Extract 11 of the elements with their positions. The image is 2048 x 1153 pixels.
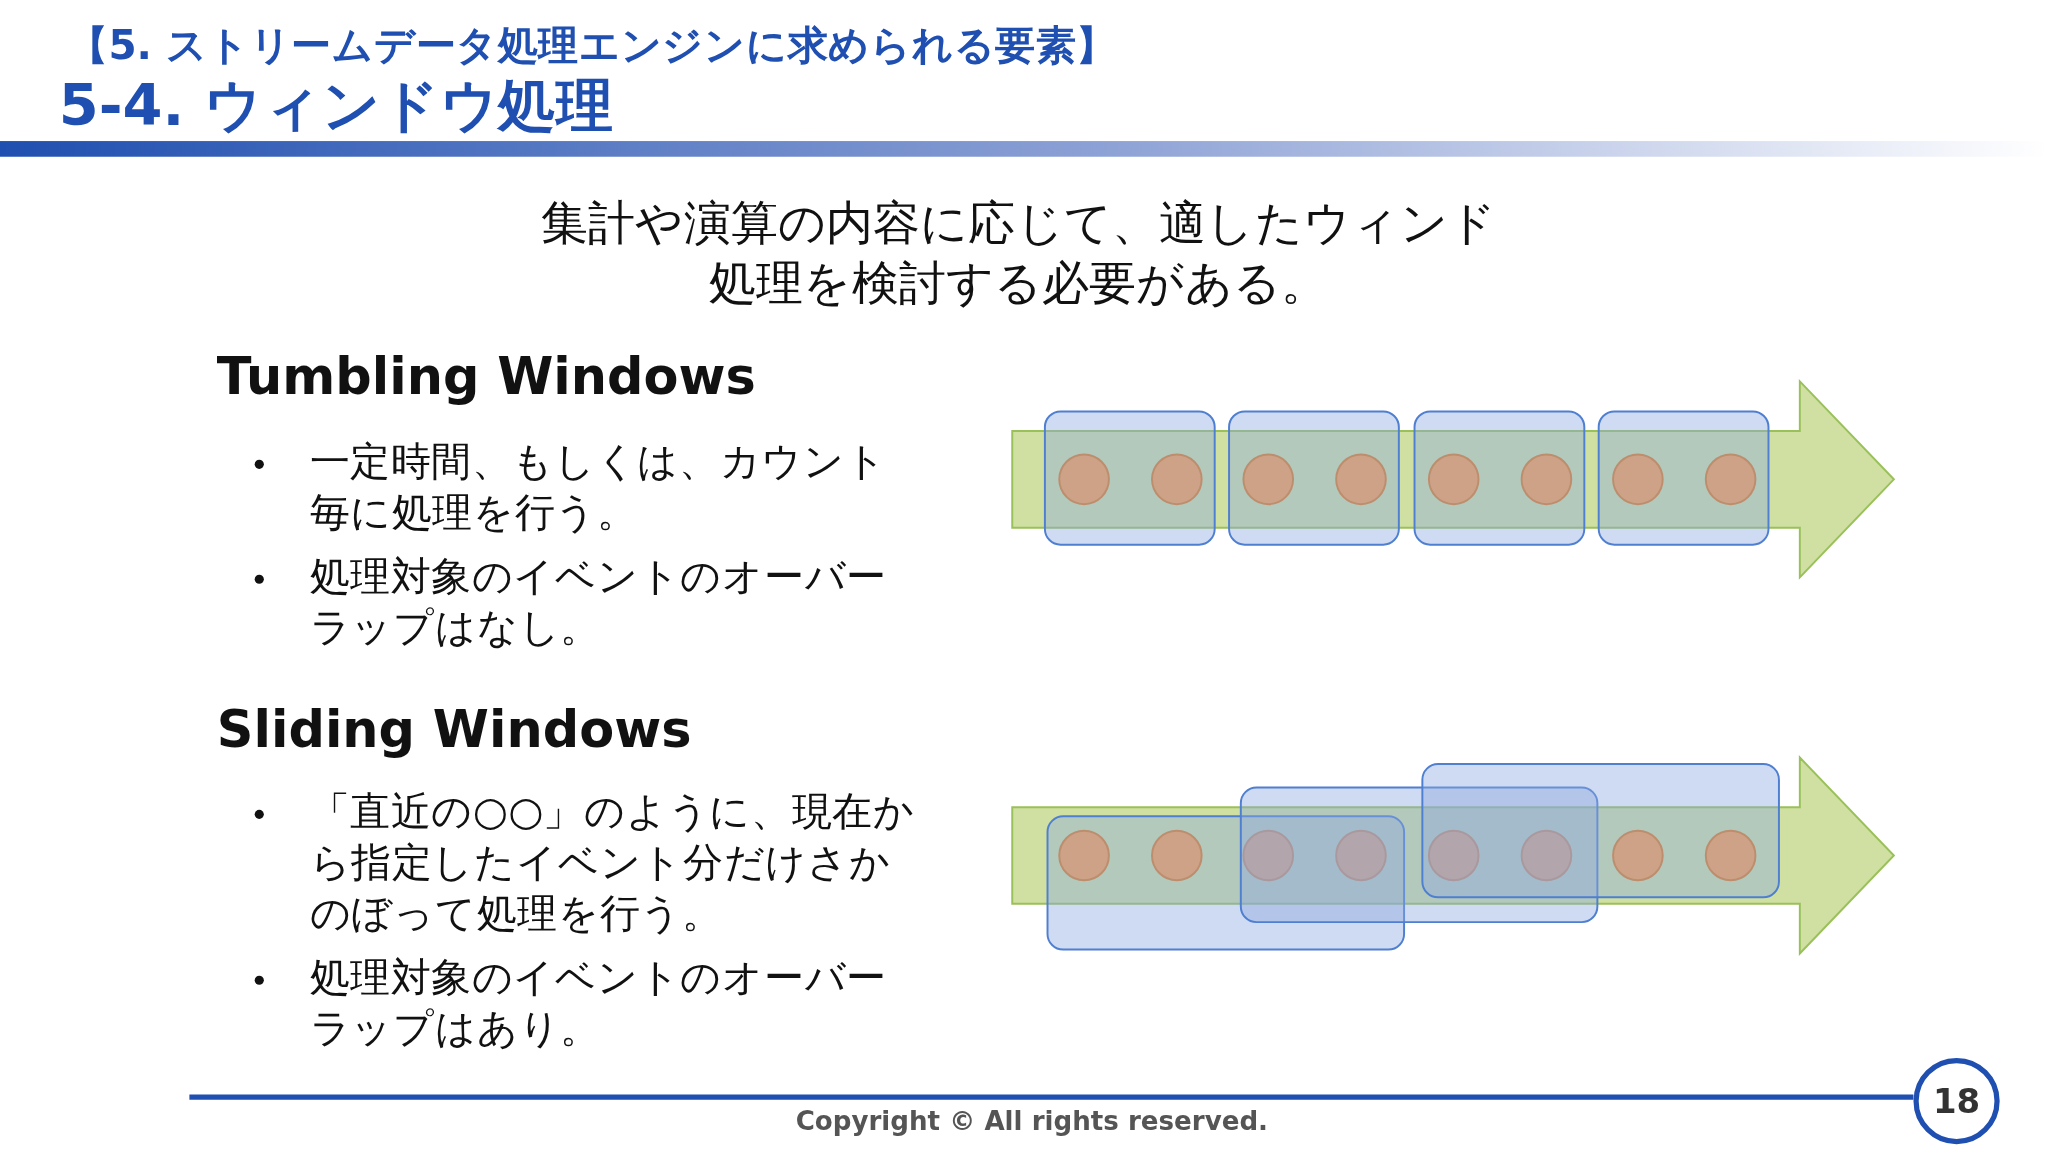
copyright-text: Copyright © All rights reserved. xyxy=(794,1105,1269,1137)
section-heading: Sliding Windows xyxy=(216,700,692,759)
bullet-text: 処理対象のイベントのオーバーラップはなし。 xyxy=(309,551,888,653)
bullet-text: 「直近の○○」のように、現在から指定したイベント分だけさかのぼって処理を行う。 xyxy=(309,786,916,939)
section-heading: Tumbling Windows xyxy=(216,347,756,407)
section-heading: 【5. ストリームデータ処理エンジンに求められる要素】 xyxy=(67,19,1117,70)
lead-text: 集計や演算の内容に応じて、適したウィンド処理を検討する必要がある。 xyxy=(540,194,1498,312)
slide-title: 5-4. ウィンドウ処理 xyxy=(58,70,614,141)
page-number: 18 xyxy=(1913,1057,2000,1145)
bullet-text: 一定時間、もしくは、カウント毎に処理を行う。 xyxy=(309,436,888,538)
bullet-text: 処理対象のイベントのオーバーラップはあり。 xyxy=(309,952,888,1054)
